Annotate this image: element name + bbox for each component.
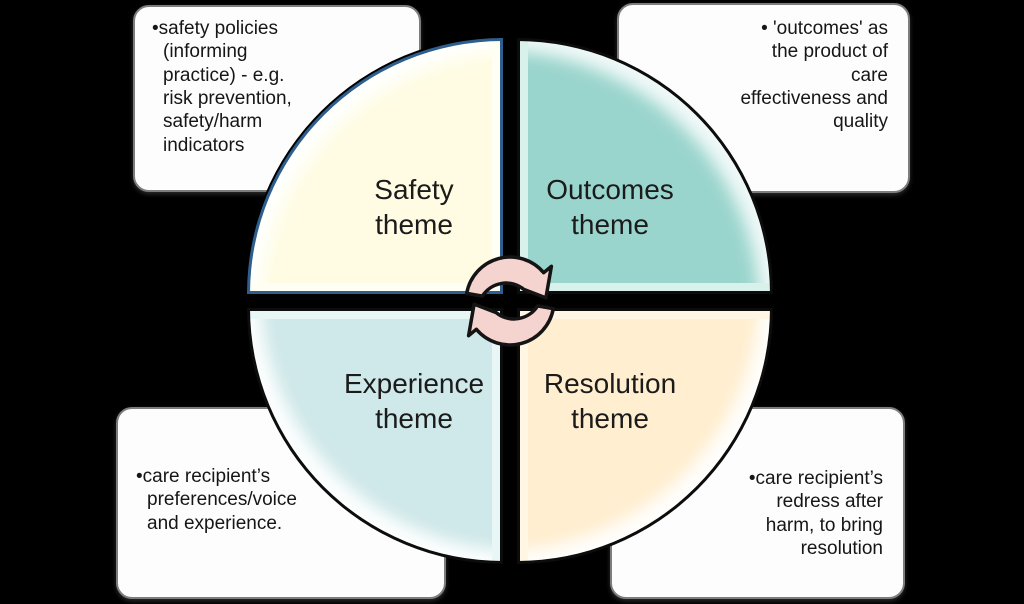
- callout-outcomes-text: • 'outcomes' as the product of care effe…: [740, 18, 888, 133]
- clockwise-arrow-bottom: [466, 302, 556, 347]
- quadrant-label-resolution: Resolution theme: [543, 368, 677, 434]
- theme-wheel: Safety theme Outcomes theme Experience t…: [247, 38, 773, 564]
- callout-safety-text: •safety policies (informing practice) - …: [152, 18, 292, 156]
- rotation-arrows-icon: [464, 255, 556, 347]
- clockwise-arrow-top: [464, 255, 554, 300]
- quadrant-label-safety: Safety theme: [374, 174, 454, 240]
- quadrant-label-experience: Experience theme: [343, 368, 485, 434]
- callout-experience-text: •care recipient’s preferences/voice and …: [136, 466, 297, 534]
- callout-resolution-text: •care recipient’s redress after harm, to…: [748, 468, 883, 560]
- quadrant-label-outcomes: Outcomes theme: [546, 174, 674, 240]
